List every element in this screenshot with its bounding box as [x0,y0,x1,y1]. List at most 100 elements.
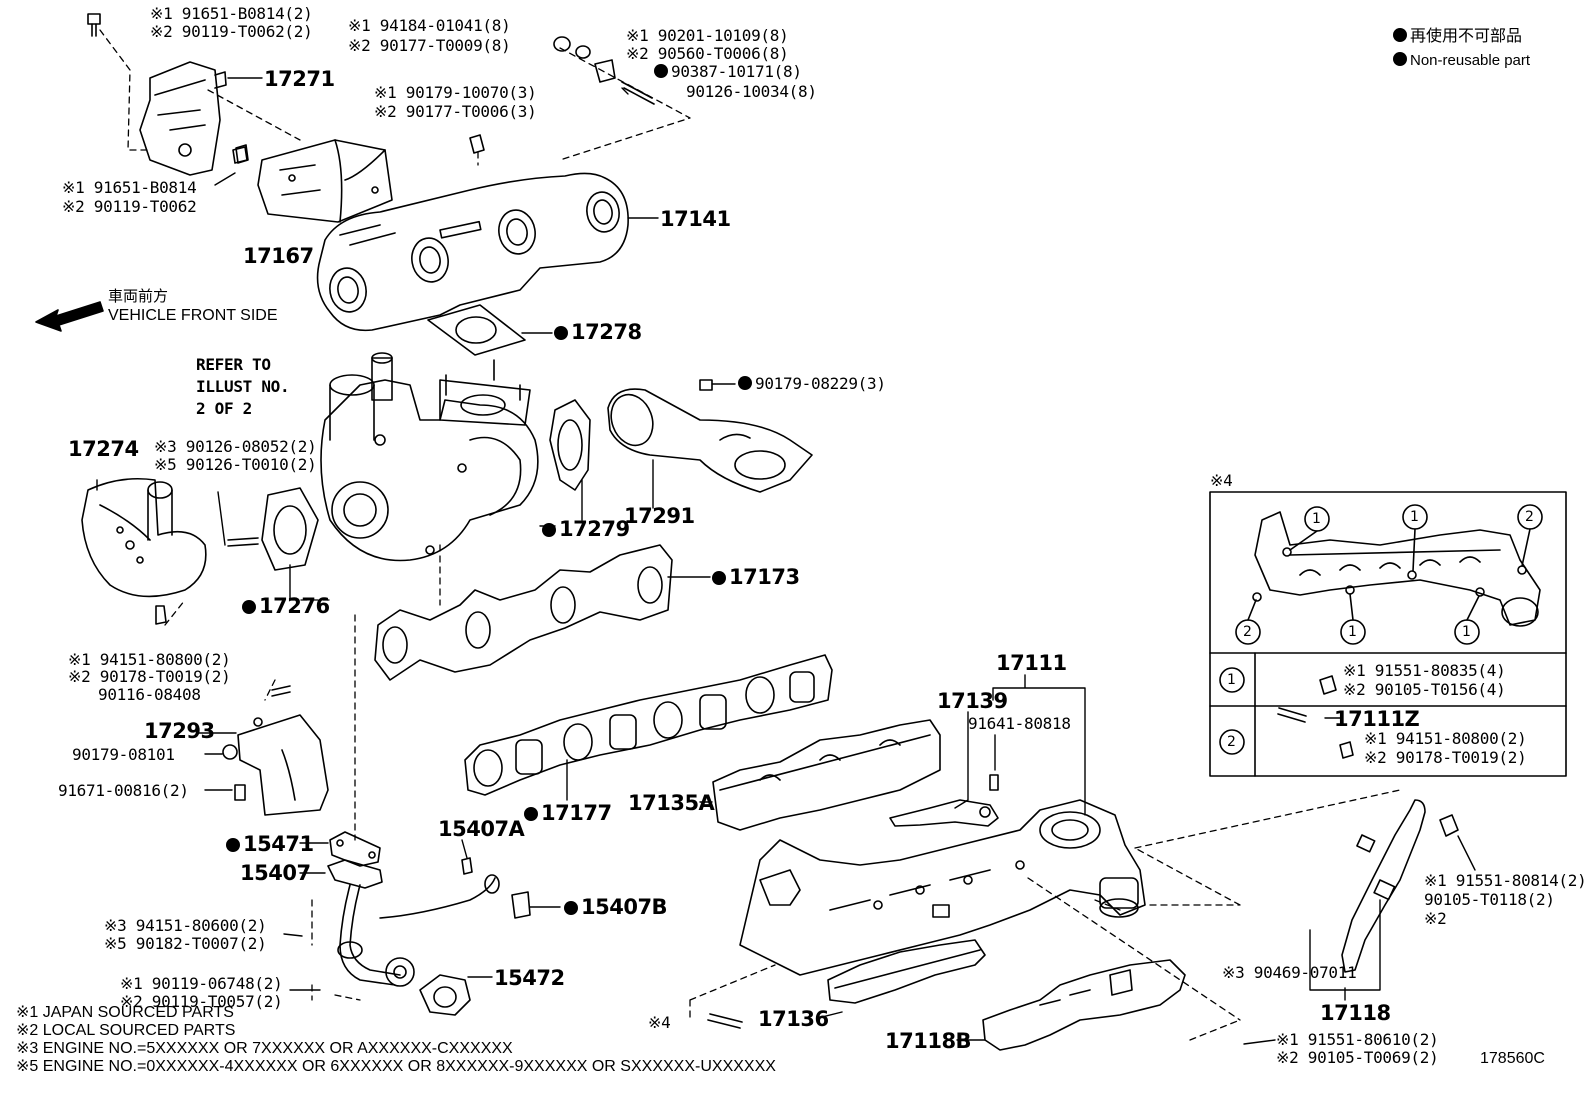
inset-circle-label: 1 [1227,672,1236,688]
heat-insulator-17167 [235,139,393,223]
part-17173[interactable]: 17173 [712,566,800,588]
throttle-bracket-17139 [889,774,999,827]
gasket-17177 [464,654,833,796]
gasket-17173 [374,544,673,681]
inset-row2-text: ※1 94151-80800(2) [1364,729,1527,748]
part-15471[interactable]: 15471 [226,833,314,855]
callout-text: ※1 91551-80814(2) [1424,871,1587,890]
part-17271[interactable]: 17271 [264,67,335,91]
gasket-15472 [419,974,471,1016]
footnote-2: ※2 LOCAL SOURCED PARTS [16,1022,236,1039]
refer-line-2: ILLUST NO. [196,377,290,396]
callout-text: ※2 90560-T0006(8) [626,44,789,63]
footnote-1: ※1 JAPAN SOURCED PARTS [16,1004,234,1021]
inset-circle-label: 1 [1348,624,1357,640]
part-17118B[interactable]: 17118B [885,1029,972,1053]
part-17111Z[interactable]: 17111Z [1334,707,1420,731]
illustration-id: 178560C [1480,1050,1545,1067]
part-number-text: 17279 [559,517,630,541]
callout-text: 90126-10034(8) [686,82,817,101]
part-17278[interactable]: 17278 [554,321,642,343]
part-17136[interactable]: 17136 [758,1007,829,1031]
callout-text: 90179-08229(3) [738,375,886,393]
legend-nonreusable-en: Non-reusable part [1393,51,1530,70]
part-17177[interactable]: 17177 [524,802,612,824]
heat-insulator-17271 [87,13,227,176]
inset-title: ※4 [1210,471,1233,490]
part-17111[interactable]: 17111 [996,651,1067,675]
footnote-5: ※5 ENGINE NO.=0XXXXXX-4XXXXXX OR 6XXXXXX… [16,1058,776,1075]
legend-text: 再使用不可部品 [1410,26,1523,45]
exhaust-pipe-17291 [607,379,813,493]
callout-text: ※5 90182-T0007(2) [104,934,267,953]
bracket-17118 [1341,799,1459,973]
part-15472[interactable]: 15472 [494,966,565,990]
nonreusable-dot-icon [1393,28,1407,42]
bracket-17118B [982,959,1186,1051]
nonreusable-dot-icon [712,571,726,585]
part-number-text: 17177 [541,801,612,825]
nonreusable-dot-icon [226,838,240,852]
inset-row2-text: ※2 90178-T0019(2) [1364,748,1527,767]
callout-text: ※1 90179-10070(3) [374,83,537,102]
dashed-leaders [99,29,1401,1041]
callout-text: 90387-10171(8) [671,62,802,81]
part-15407[interactable]: 15407 [240,861,311,885]
inset-circle-label: 1 [1312,511,1321,527]
inset-row1-text: ※2 90105-T0156(4) [1343,680,1506,699]
callout-text: ※2 90177-T0006(3) [374,102,537,121]
nonreusable-dot-icon [542,523,556,537]
callout-text: ※2 90177-T0009(8) [348,37,511,55]
inset-circle-label: 2 [1227,734,1236,750]
egr-pipe-15407 [327,857,531,987]
part-17276[interactable]: 17276 [242,595,330,617]
part-17274[interactable]: 17274 [68,437,139,461]
part-17141[interactable]: 17141 [660,207,731,231]
part-17167[interactable]: 17167 [243,244,314,268]
callout-text: ※1 91651-B0814 [62,178,197,197]
part-17118[interactable]: 17118 [1320,1001,1391,1025]
part-15407A[interactable]: 15407A [438,817,525,841]
callout-text: ※5 90126-T0010(2) [154,455,317,474]
callout-text: ※3 94151-80600(2) [104,916,267,935]
callout-text: ※2 90119-T0062(2) [150,22,313,41]
part-17279[interactable]: 17279 [542,518,630,540]
callout-text: ※1 94151-80800(2) [68,650,231,669]
direction-label-jp: 車両前方 [108,287,169,305]
callout-text: ※3 90126-08052(2) [154,437,317,456]
callout-text: 91671-00816(2) [58,781,189,800]
part-17291[interactable]: 17291 [624,504,695,528]
direction-label-en: VEHICLE FRONT SIDE [108,307,278,324]
solid-leaders [96,77,1476,1045]
inset-circle-label: 1 [1462,624,1471,640]
gasket-17278 [427,304,526,356]
part-15407B[interactable]: 15407B [564,895,668,919]
gasket-17276 [227,487,319,571]
callout-text: ※1 91551-80610(2) [1276,1030,1439,1049]
part-17139[interactable]: 17139 [937,689,1008,713]
part-number-text: 17278 [571,320,642,344]
callout-text: ※1 91651-B0814(2) [150,4,313,23]
exhaust-manifold-17141 [316,172,629,332]
inset-circle-label: 1 [1410,509,1419,525]
part-number-text: 15407B [581,895,668,919]
part-number-text: 15471 [243,832,314,856]
callout-text: ※1 90119-06748(2) [120,974,283,993]
callout-text: ※2 90119-T0057(2) [120,992,283,1011]
footnote-3: ※3 ENGINE NO.=5XXXXXX OR 7XXXXXX OR AXXX… [16,1040,513,1057]
callout-text: 90387-10171(8) [654,63,802,81]
part-17135A[interactable]: 17135A [628,791,715,815]
legend-text: Non-reusable part [1410,52,1531,69]
inset-row1-text: ※1 91551-80835(4) [1343,661,1506,680]
gasket-17279 [549,399,591,491]
nonreusable-dot-icon [738,376,752,390]
part-17293[interactable]: 17293 [144,719,215,743]
turbocharger [320,352,539,562]
legend-nonreusable-jp: 再使用不可部品 [1393,26,1522,45]
refer-line-1: REFER TO [196,355,271,374]
part-number-text: 17276 [259,594,330,618]
nonreusable-dot-icon [564,901,578,915]
callout-text: ※2 [1424,909,1447,928]
